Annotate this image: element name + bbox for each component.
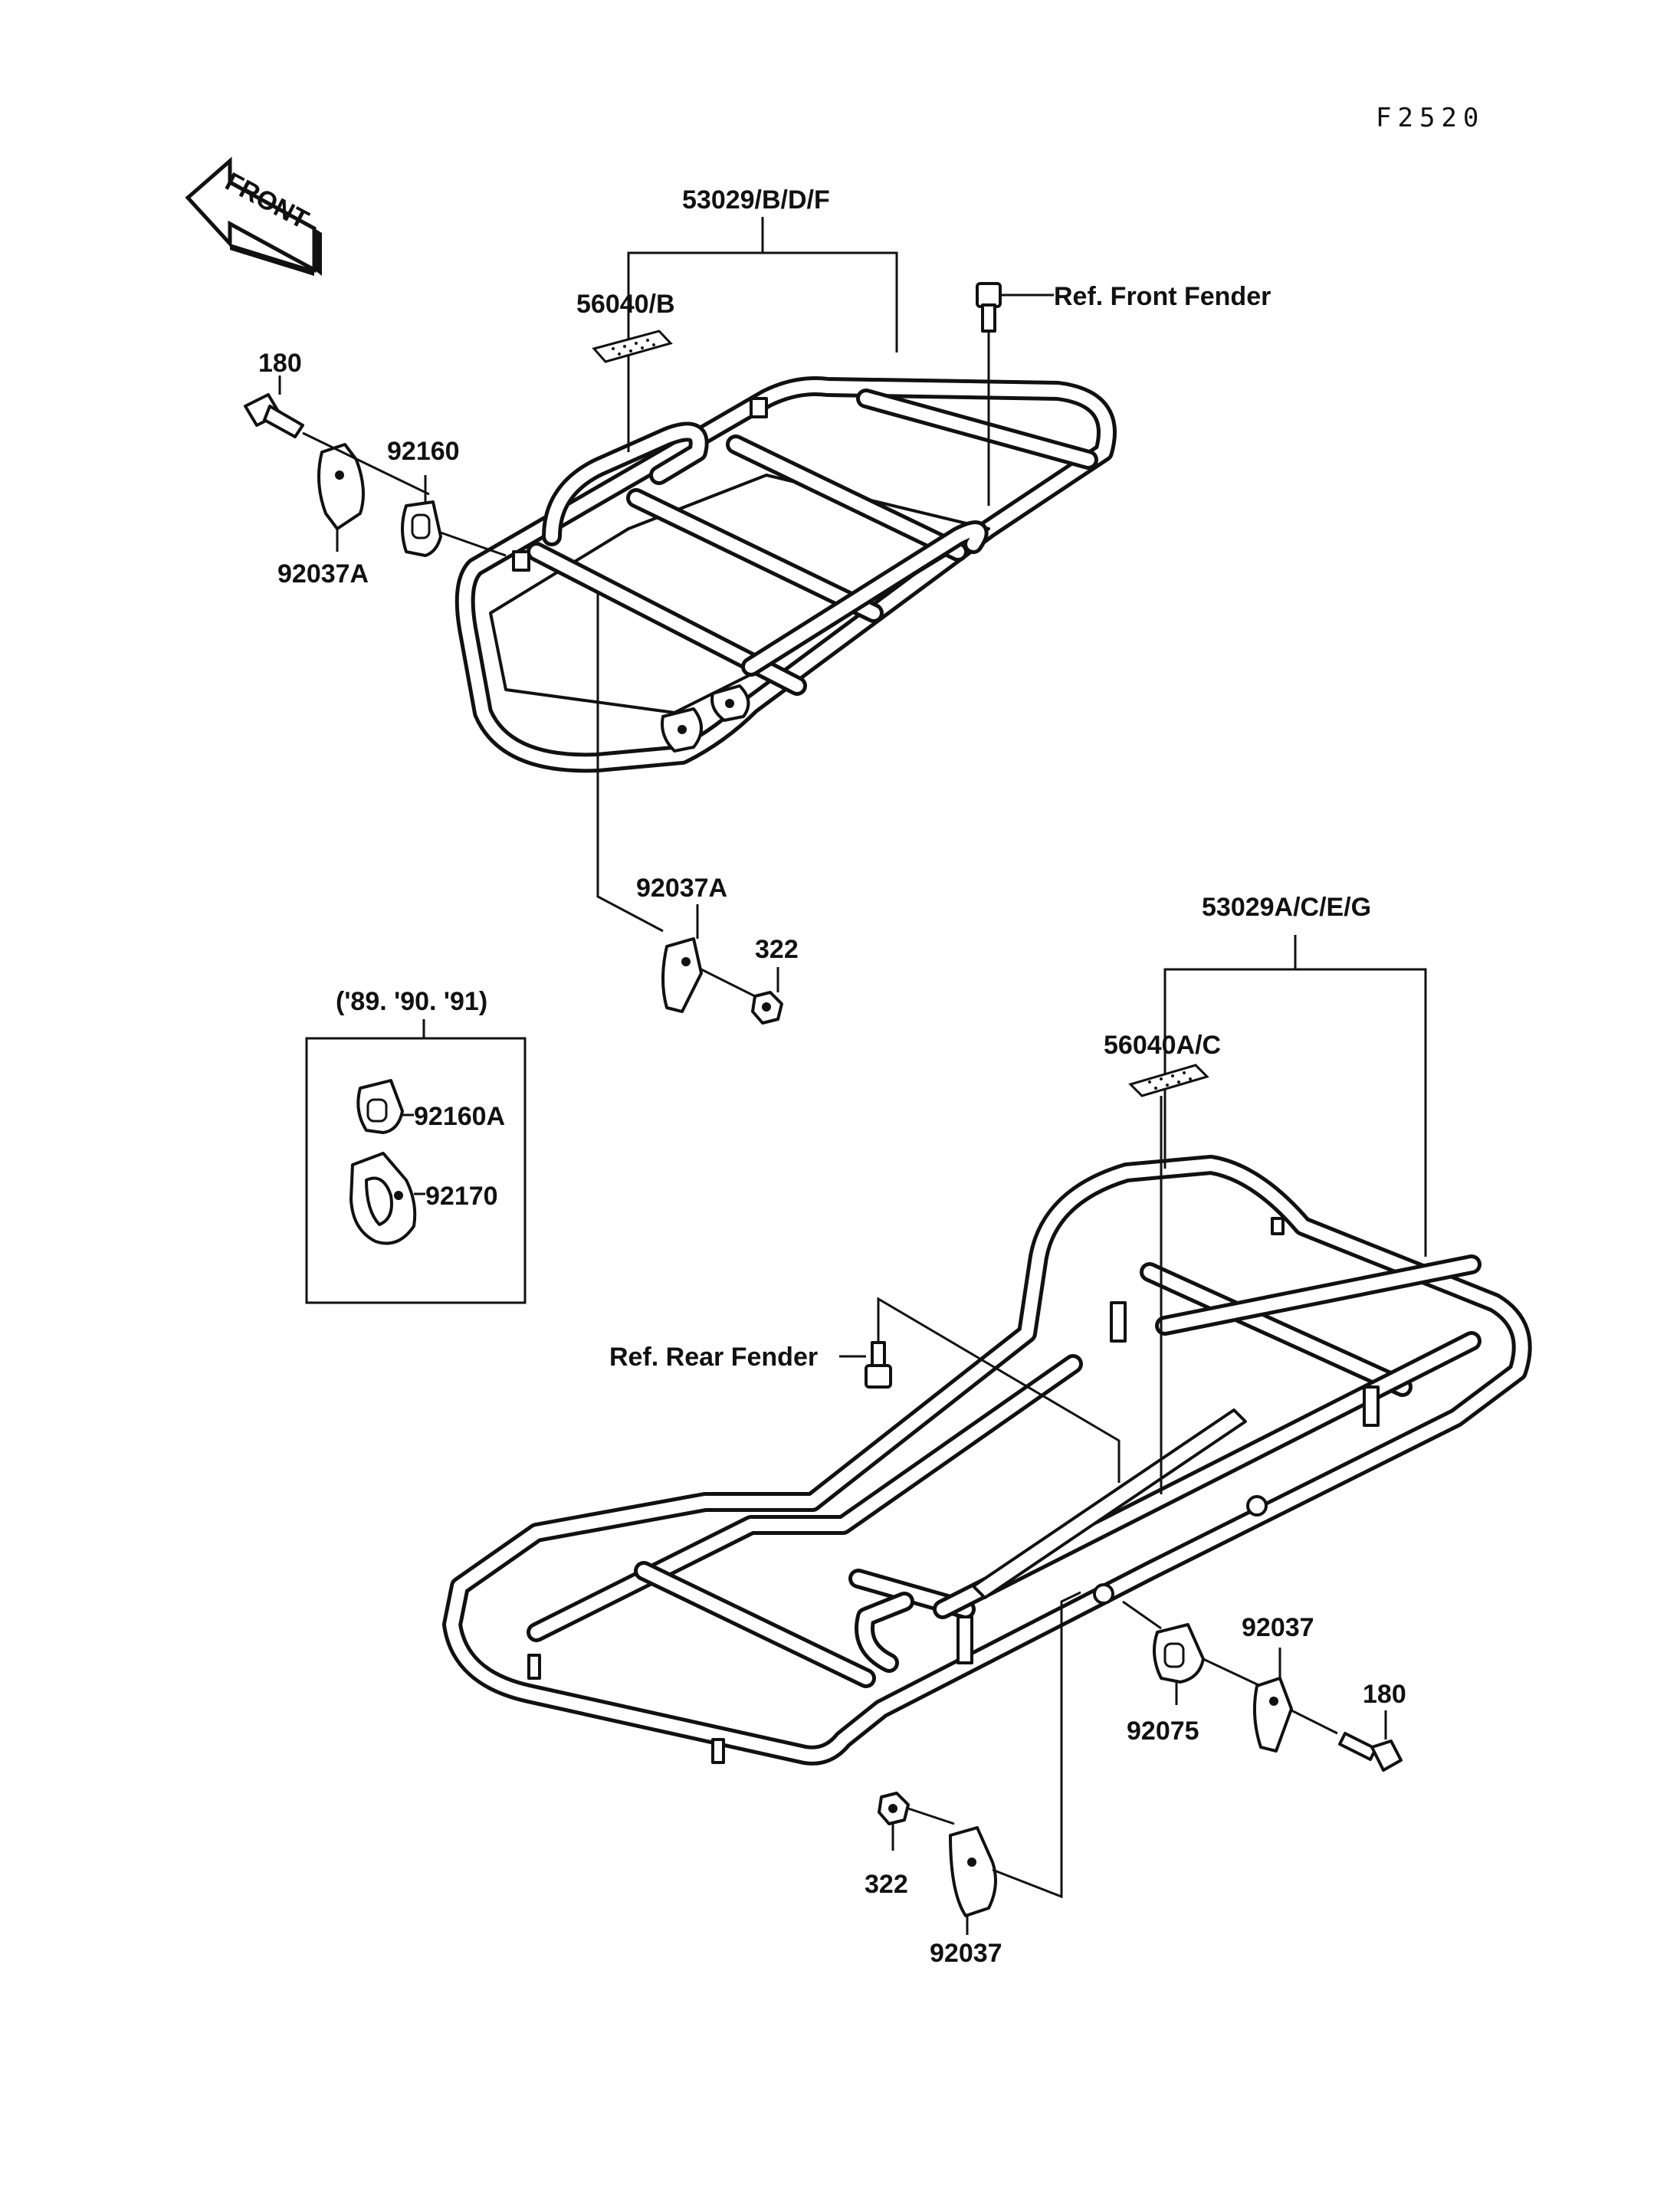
part-92160a-icon — [356, 1079, 404, 1134]
nut-322-front-label: 322 — [755, 935, 799, 964]
year-inset-box — [305, 1037, 527, 1304]
holder-92037a-bottom-icon — [661, 937, 703, 1013]
front-direction-arrow-icon: FRONT — [185, 156, 322, 276]
part-92170-icon — [349, 1152, 417, 1245]
holder-92037a-top-label: 92037A — [277, 559, 369, 589]
front-carrier-assembly-label: 53029/B/D/F — [682, 185, 830, 215]
decal-rear-label: 56040A/C — [1104, 1031, 1221, 1060]
damper-92160-label: 92160 — [387, 437, 460, 466]
damper-92075-icon — [1153, 1623, 1205, 1684]
rear-carrier-assembly-label: 53029A/C/E/G — [1202, 893, 1371, 922]
bolt-180-rear-icon — [1338, 1732, 1403, 1772]
rear-fender-bolt-icon — [865, 1341, 892, 1389]
damper-92075-label: 92075 — [1127, 1717, 1199, 1746]
ref-rear-fender-label: Ref. Rear Fender — [609, 1343, 818, 1372]
bolt-180-front-label: 180 — [258, 349, 302, 378]
damper-92160-icon — [401, 500, 442, 557]
drawing-code: F2520 — [1376, 103, 1485, 133]
front-fender-bolt-icon — [976, 282, 1002, 333]
part-92160a-label: 92160A — [414, 1102, 505, 1131]
nut-322-rear-icon — [878, 1792, 910, 1825]
holder-92037-right-label: 92037 — [1242, 1613, 1314, 1642]
holder-92037a-top-icon — [317, 443, 365, 530]
holder-92037-right-icon — [1252, 1677, 1293, 1753]
front-carrier-drawing — [454, 376, 1117, 773]
holder-92037-bottom-icon — [949, 1826, 997, 1917]
decal-56040b-icon — [592, 330, 673, 363]
holder-92037a-bottom-label: 92037A — [636, 874, 727, 903]
holder-92037-bottom-label: 92037 — [930, 1939, 1002, 1968]
decal-front-label: 56040/B — [576, 290, 675, 319]
nut-322-rear-label: 322 — [865, 1870, 908, 1899]
decal-56040ac-icon — [1128, 1064, 1209, 1097]
rear-carrier-drawing — [442, 1155, 1532, 1766]
nut-322-front-icon — [751, 991, 783, 1025]
bolt-180-front-icon — [244, 393, 304, 438]
bolt-180-rear-label: 180 — [1363, 1680, 1406, 1709]
ref-front-fender-label: Ref. Front Fender — [1054, 282, 1271, 311]
part-92170-label: 92170 — [425, 1182, 498, 1211]
inset-years-label: ('89. '90. '91) — [336, 987, 487, 1016]
